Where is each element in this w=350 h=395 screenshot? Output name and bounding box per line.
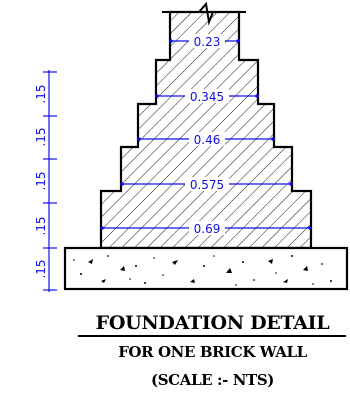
height-label-2: .15 bbox=[34, 127, 48, 146]
break-line bbox=[162, 1, 246, 26]
height-label-3: .15 bbox=[34, 171, 48, 190]
concrete-bed bbox=[63, 246, 349, 291]
scale-note: (SCALE :- NTS) bbox=[151, 371, 274, 389]
concrete-aggregate bbox=[73, 255, 332, 286]
width-label-2: 0.345 bbox=[190, 90, 224, 104]
height-labels: .15 .15 .15 .15 .15 bbox=[34, 84, 48, 278]
foundation-drawing: 0.23 0.345 0.46 0.575 0.69 .15 .15 .15 .… bbox=[34, 1, 349, 292]
width-label-5: 0.69 bbox=[194, 222, 221, 236]
width-dimension-ticks bbox=[100, 39, 312, 230]
width-label-3: 0.46 bbox=[194, 133, 221, 147]
width-label-4: 0.575 bbox=[190, 178, 224, 192]
drawing-subtitle: FOR ONE BRICK WALL bbox=[118, 343, 307, 361]
height-dimension bbox=[43, 70, 57, 292]
width-labels: 0.23 0.345 0.46 0.575 0.69 bbox=[185, 34, 229, 236]
title-underline bbox=[78, 335, 346, 337]
drawing-title: FOUNDATION DETAIL bbox=[95, 312, 330, 334]
width-label-1: 0.23 bbox=[194, 35, 221, 49]
height-label-4: .15 bbox=[34, 216, 48, 235]
height-label-5: .15 bbox=[34, 259, 48, 278]
height-label-1: .15 bbox=[34, 84, 48, 103]
